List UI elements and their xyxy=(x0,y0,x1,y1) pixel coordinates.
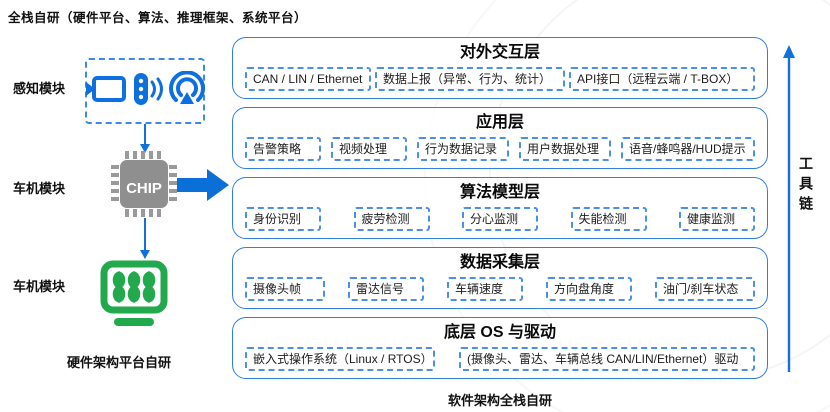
layer-panel-application: 应用层 告警策略 视频处理 行为数据记录 用户数据处理 语音/蜂鸣器/HUD提示 xyxy=(232,107,768,169)
layer-title: 对外交互层 xyxy=(459,44,540,61)
chip-item: 视频处理 xyxy=(331,137,407,161)
connector-arrow-down-1 xyxy=(140,124,150,153)
flow-arrow-right-icon xyxy=(177,169,229,201)
chip-item: 告警策略 xyxy=(245,137,321,161)
layer-stack: 对外交互层 CAN / LIN / Ethernet 数据上报（异常、行为、统计… xyxy=(232,37,768,387)
chip-item: 行为数据记录 xyxy=(417,137,509,161)
toolchain-label: 工具链 xyxy=(798,156,814,216)
chip-icon: CHIP xyxy=(111,151,177,217)
layer-panel-external-interaction: 对外交互层 CAN / LIN / Ethernet 数据上报（异常、行为、统计… xyxy=(232,37,768,99)
chip-item: 摄像头帧 xyxy=(245,277,325,301)
ultrasonic-sensor-icon xyxy=(132,71,164,112)
software-caption: 软件架构全栈自研 xyxy=(447,393,552,408)
chip-item: 健康监测 xyxy=(679,207,755,231)
chip-item: 疲劳检测 xyxy=(353,207,430,231)
chip-item: 车辆速度 xyxy=(447,277,523,301)
chip-item: (摄像头、雷达、车辆总线 CAN/LIN/Ethernet）驱动 xyxy=(459,347,755,371)
control-display-icon xyxy=(100,260,168,326)
layer-panel-os-drivers: 底层 OS 与驱动 嵌入式操作系统（Linux / RTOS） (摄像头、雷达、… xyxy=(232,317,768,379)
display-module-label: 车机模块 xyxy=(13,279,66,294)
page-title: 全栈自研（硬件平台、算法、推理框架、系统平台） xyxy=(8,11,308,25)
radar-icon xyxy=(169,69,205,112)
chip-module-label: 车机模块 xyxy=(13,181,66,196)
chip-item: 油门/刹车状态 xyxy=(655,277,755,301)
layer-title: 算法模型层 xyxy=(459,184,540,201)
chip-item: 失能检测 xyxy=(570,207,647,231)
chip-item: 身份识别 xyxy=(245,207,321,231)
layer-title: 底层 OS 与驱动 xyxy=(443,324,556,341)
layer-title: 数据采集层 xyxy=(459,254,540,271)
chip-text: CHIP xyxy=(126,180,162,197)
chip-item: 语音/蜂鸣器/HUD提示 xyxy=(621,137,755,161)
camera-icon xyxy=(85,73,127,110)
chip-item: 嵌入式操作系统（Linux / RTOS） xyxy=(245,347,435,371)
chip-item: 方向盘角度 xyxy=(546,277,632,301)
layer-panel-algorithm-model: 算法模型层 身份识别 疲劳检测 分心监测 失能检测 健康监测 xyxy=(232,177,768,239)
chip-item: 分心监测 xyxy=(462,207,538,231)
chip-item: API接口（远程云端 / T-BOX） xyxy=(569,67,755,91)
layer-title: 应用层 xyxy=(475,114,524,131)
chip-item: 雷达信号 xyxy=(348,277,424,301)
chip-item: CAN / LIN / Ethernet xyxy=(245,67,371,91)
hardware-caption: 硬件架构平台自研 xyxy=(67,355,172,370)
connector-arrow-down-2 xyxy=(140,218,150,259)
chip-item: 用户数据处理 xyxy=(519,137,611,161)
toolchain-arrow-up-icon xyxy=(783,45,795,372)
layer-panel-data-collection: 数据采集层 摄像头帧 雷达信号 车辆速度 方向盘角度 油门/刹车状态 xyxy=(232,247,768,309)
sensor-module-label: 感知模块 xyxy=(13,81,66,96)
chip-item: 数据上报（异常、行为、统计） xyxy=(375,67,565,91)
sensor-module-box xyxy=(85,58,205,124)
